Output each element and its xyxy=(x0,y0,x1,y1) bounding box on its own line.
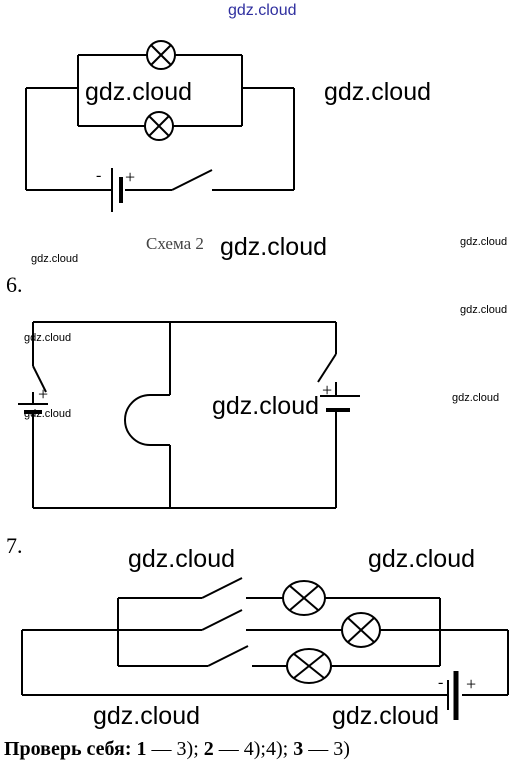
scheme-6-circuit xyxy=(32,321,337,509)
battery-icon xyxy=(447,671,459,720)
watermark: gdz.cloud xyxy=(220,233,328,261)
problem-number: 6. xyxy=(6,272,23,297)
answer-value-2: — 4);4); xyxy=(213,738,294,760)
plus-sign: + xyxy=(466,674,477,694)
scheme-7-circuit xyxy=(21,577,509,696)
answer-value-3: — 3) xyxy=(303,738,350,760)
watermark: gdz.cloud xyxy=(332,702,440,730)
watermark: gdz.cloud xyxy=(460,236,508,248)
answer-key-1: 1 xyxy=(136,738,147,760)
watermark: gdz.cloud xyxy=(31,253,79,265)
battery-icon xyxy=(18,403,48,428)
minus-sign: - xyxy=(96,167,102,184)
watermark: gdz.cloud xyxy=(24,332,72,344)
problem-number: 7. xyxy=(6,533,23,558)
lamp-icon xyxy=(286,648,332,684)
lamp-icon xyxy=(146,40,176,70)
watermark: gdz.cloud xyxy=(24,408,72,420)
watermark: gdz.cloud xyxy=(228,2,297,19)
watermark: gdz.cloud xyxy=(93,702,201,730)
watermark: gdz.cloud xyxy=(452,392,500,404)
plus-sign: + xyxy=(38,384,49,404)
scheme-caption: Схема 2 xyxy=(146,234,204,253)
answer-key-3: 3 xyxy=(293,738,304,760)
watermark: gdz.cloud xyxy=(85,78,193,106)
plus-sign: + xyxy=(322,380,333,400)
watermark: gdz.cloud xyxy=(368,545,476,573)
answer-line: Проверь себя: 1 — 3); 2 — 4);4); 3 — 3) xyxy=(4,738,350,761)
lamp-icon xyxy=(282,580,326,616)
answer-value-1: — 3); xyxy=(146,738,204,760)
watermark: gdz.cloud xyxy=(128,545,236,573)
lamp-icon xyxy=(144,111,174,141)
lamp-icon xyxy=(341,612,381,648)
answer-label: Проверь себя: xyxy=(4,738,132,760)
scheme-1-circuit xyxy=(25,54,295,191)
battery-icon xyxy=(111,168,123,212)
answer-key-2: 2 xyxy=(203,738,214,760)
watermark: gdz.cloud xyxy=(324,78,432,106)
battery-icon xyxy=(320,395,360,420)
watermark: gdz.cloud xyxy=(460,304,508,316)
watermark: gdz.cloud xyxy=(212,392,320,420)
minus-sign: - xyxy=(438,674,444,691)
plus-sign: + xyxy=(125,167,136,187)
socket-icon xyxy=(124,394,170,446)
